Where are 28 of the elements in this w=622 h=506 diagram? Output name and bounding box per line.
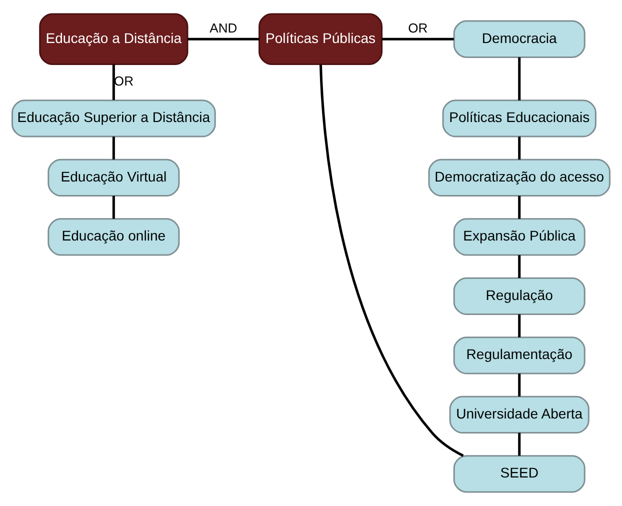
node-box: SEED	[453, 455, 586, 493]
connector	[112, 196, 115, 219]
connector	[319, 64, 464, 457]
edge-label: OR	[408, 20, 428, 36]
node-box: Universidade Aberta	[449, 396, 590, 434]
connector	[188, 38, 260, 40]
connector	[518, 314, 521, 338]
connector	[518, 57, 521, 100]
node-box: Regulamentação	[453, 336, 586, 374]
connector	[112, 136, 115, 160]
node-box: Democratização do acesso	[428, 158, 610, 197]
connector	[518, 136, 521, 160]
edge-label: AND	[210, 20, 238, 36]
connector	[382, 38, 454, 40]
node-box: Políticas Educacionais	[442, 100, 596, 138]
node-box: Regulação	[453, 277, 586, 315]
connector	[112, 64, 115, 100]
node-box: Democracia	[453, 20, 586, 58]
node-box: Educação Virtual	[48, 158, 180, 197]
node-box: Educação online	[48, 218, 180, 256]
node-box: Educação a Distância	[39, 13, 188, 65]
node-box: Políticas Públicas	[258, 13, 383, 65]
node-box: Expansão Pública	[453, 218, 586, 256]
node-box: Educação Superior a Distância	[12, 100, 216, 138]
connector	[518, 196, 521, 219]
connector	[518, 432, 521, 456]
connector	[518, 374, 521, 396]
connector	[518, 255, 521, 278]
